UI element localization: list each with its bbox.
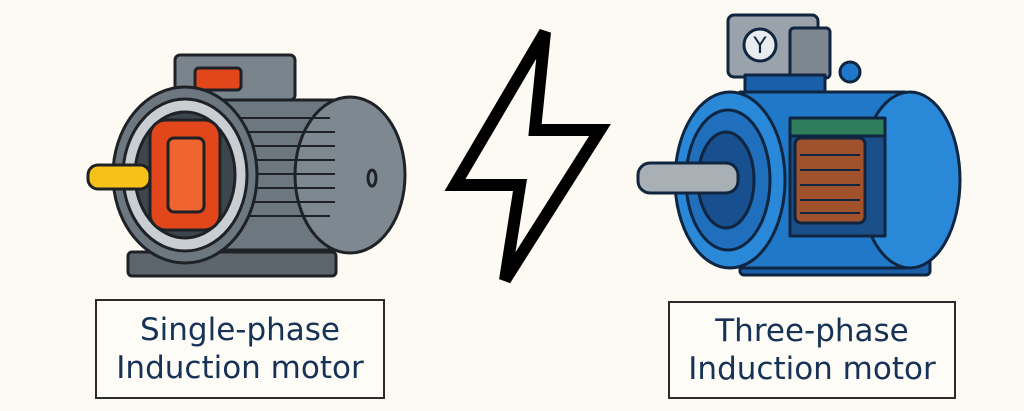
three-phase-motor xyxy=(636,13,962,277)
three-phase-label-line1: Three-phase xyxy=(715,313,909,349)
three-phase-label-line2: Induction motor xyxy=(688,351,936,387)
three-phase-label: Three-phase Induction motor xyxy=(668,301,956,399)
single-phase-label: Single-phase Induction motor xyxy=(95,299,385,399)
single-phase-label-line2: Induction motor xyxy=(116,350,364,386)
single-phase-motor xyxy=(86,53,407,278)
single-phase-label-line1: Single-phase xyxy=(139,312,341,348)
terminal-box-symbol: Y xyxy=(752,34,767,59)
lightning-bolt-icon xyxy=(444,28,611,284)
